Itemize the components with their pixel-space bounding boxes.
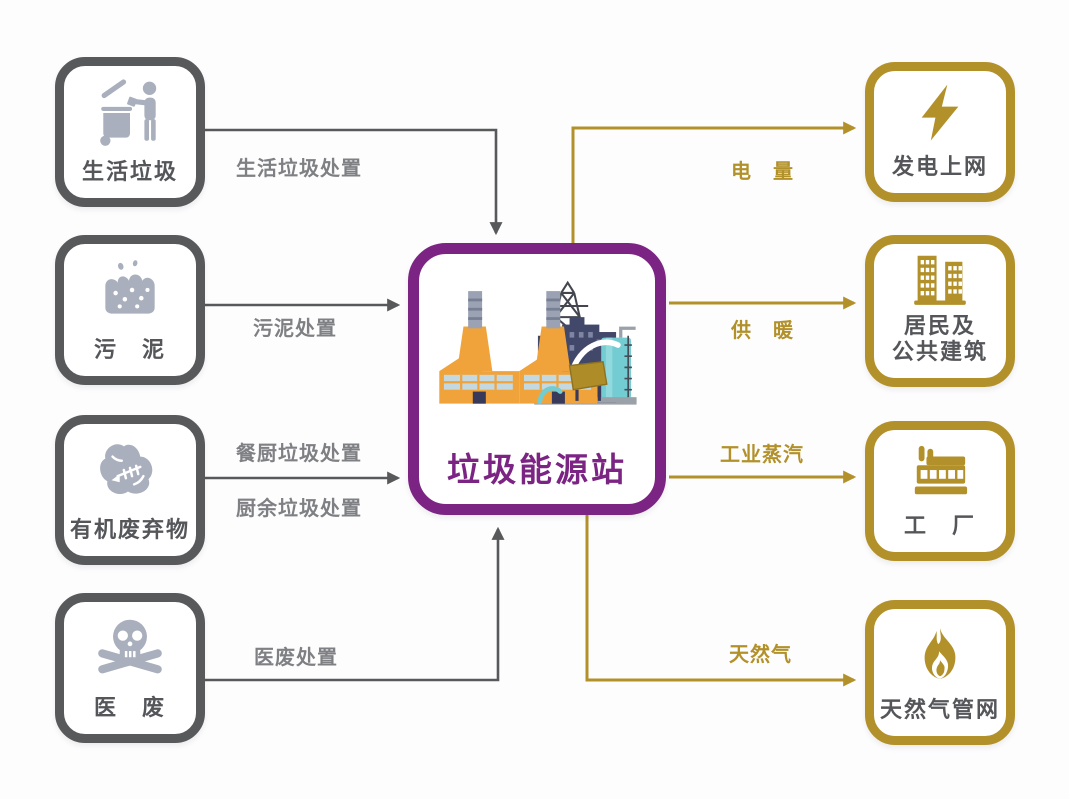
edge-label-medical-waste-disposal: 医废处置: [254, 645, 338, 669]
edge-label-household-waste-disposal: 生活垃圾处置: [236, 156, 362, 180]
edge-label-sludge-disposal: 污泥处置: [253, 316, 337, 340]
center-title: 垃圾能源站: [447, 450, 627, 490]
buildings-icon: [874, 244, 1006, 314]
node-natural-gas-network: 天然气管网: [865, 600, 1015, 745]
node-label-household-waste: 生活垃圾: [81, 160, 178, 186]
skull-crossbones-icon: [64, 602, 196, 696]
node-label-medical-waste: 医 废: [93, 696, 166, 722]
edge-label-electricity: 电 量: [731, 159, 794, 183]
edge-label-heating: 供 暖: [731, 318, 794, 342]
node-household-waste: 生活垃圾: [55, 57, 205, 207]
node-label-power-to-grid: 发电上网: [891, 155, 988, 181]
node-organic-waste: 有机废弃物: [55, 415, 205, 565]
edge-label-natural-gas: 天然气: [729, 642, 792, 666]
node-label-residents-public-buildings: 居民及 公共建筑: [891, 314, 988, 366]
edge-natural-gas: [585, 515, 857, 687]
node-label-natural-gas-network: 天然气管网: [879, 698, 1000, 724]
node-medical-waste: 医 废: [55, 593, 205, 743]
edge-label-kitchen-waste-disposal: 餐厨垃圾处置: [236, 441, 362, 465]
edge-medical-waste: [205, 526, 505, 682]
trash-bin-person-icon: [64, 66, 196, 160]
node-label-factory: 工 厂: [903, 514, 976, 540]
energy-plant-illustration: [419, 254, 655, 451]
sludge-tank-icon: [64, 244, 196, 338]
edge-electricity: [571, 121, 857, 243]
lightning-bolt-icon: [874, 71, 1006, 155]
node-label-organic-waste: 有机废弃物: [69, 518, 190, 544]
node-label-sludge: 污 泥: [93, 338, 166, 364]
node-power-to-grid: 发电上网: [865, 62, 1015, 202]
edge-household-waste: [205, 128, 503, 236]
node-sludge: 污 泥: [55, 235, 205, 385]
factory-icon: [874, 430, 1006, 514]
node-waste-energy-station: 垃圾能源站: [408, 243, 666, 515]
edge-label-food-waste-disposal: 厨余垃圾处置: [236, 496, 362, 520]
organic-waste-icon: [64, 424, 196, 518]
node-residents-public-buildings: 居民及 公共建筑: [865, 235, 1015, 387]
node-factory: 工 厂: [865, 421, 1015, 561]
flame-icon: [874, 609, 1006, 698]
edge-label-industrial-steam: 工业蒸汽: [720, 442, 804, 466]
